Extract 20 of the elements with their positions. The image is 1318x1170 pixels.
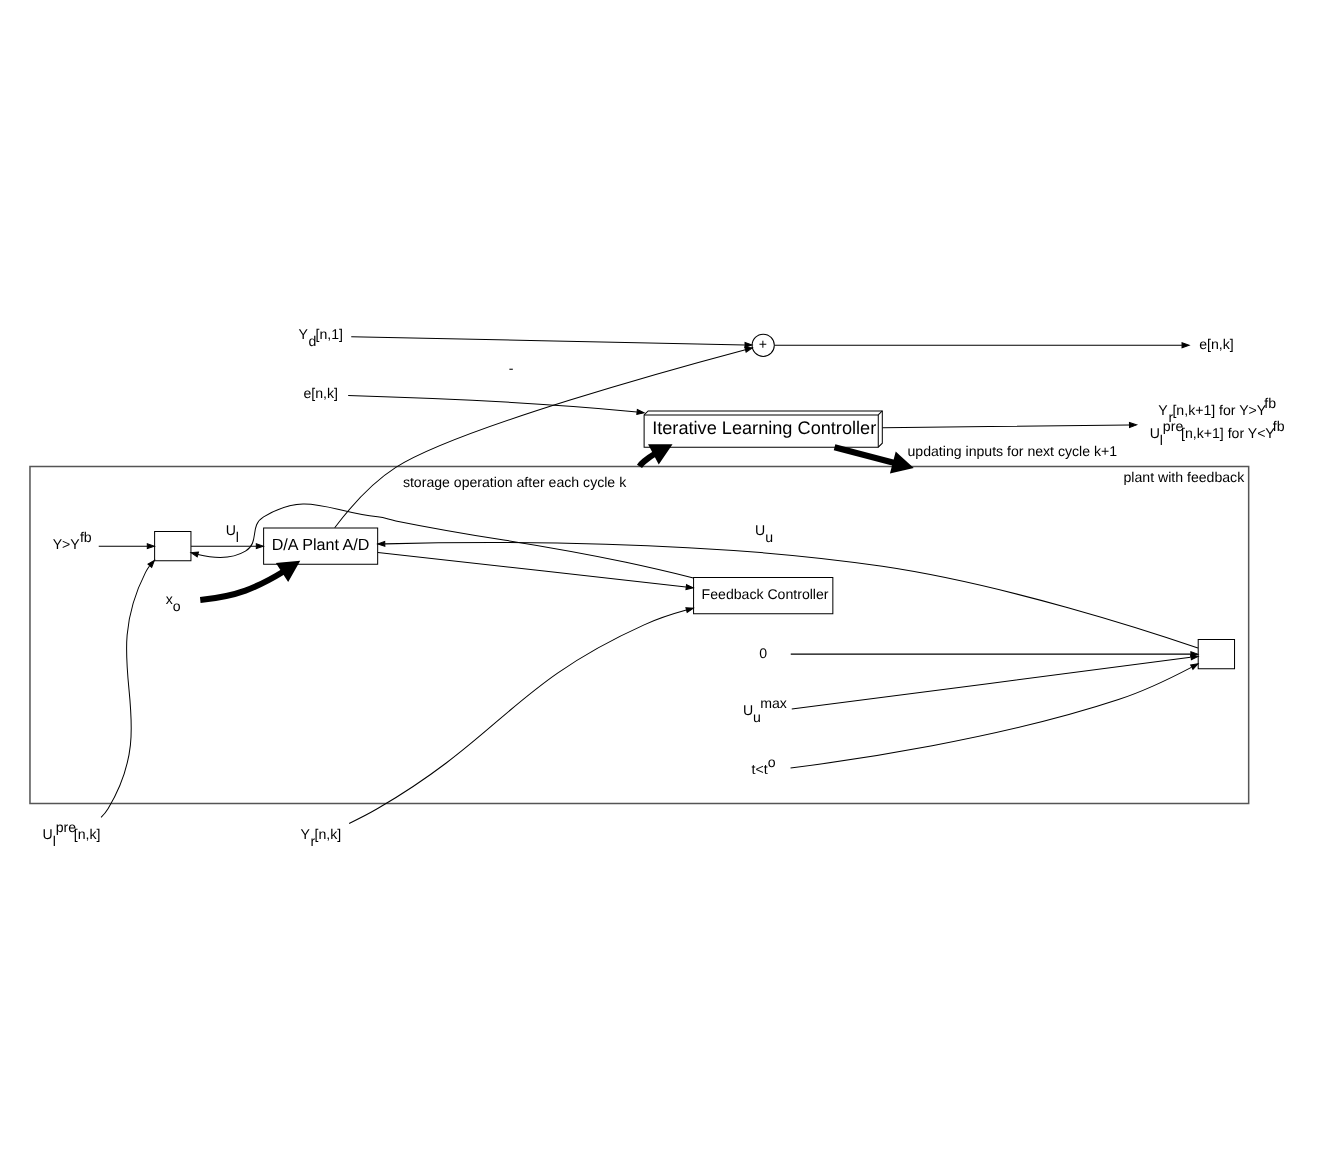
arrow (791, 653, 1200, 709)
arrow (376, 539, 1199, 648)
arrow (190, 541, 265, 549)
arrow (637, 443, 673, 468)
arrow (377, 550, 695, 590)
arrow (833, 443, 914, 473)
arrow (350, 335, 754, 348)
node-box (1197, 638, 1236, 669)
arrow (189, 502, 694, 578)
arrow (348, 606, 695, 823)
arrow (774, 341, 1191, 348)
arrow (881, 420, 1139, 428)
arrow (790, 662, 1200, 768)
arrow (98, 541, 156, 549)
arrow (100, 558, 156, 817)
arrow (334, 345, 754, 528)
arrow (347, 393, 646, 415)
node-box: D/A Plant A/D (263, 526, 379, 564)
arrow (199, 559, 301, 602)
node-box (154, 530, 192, 561)
